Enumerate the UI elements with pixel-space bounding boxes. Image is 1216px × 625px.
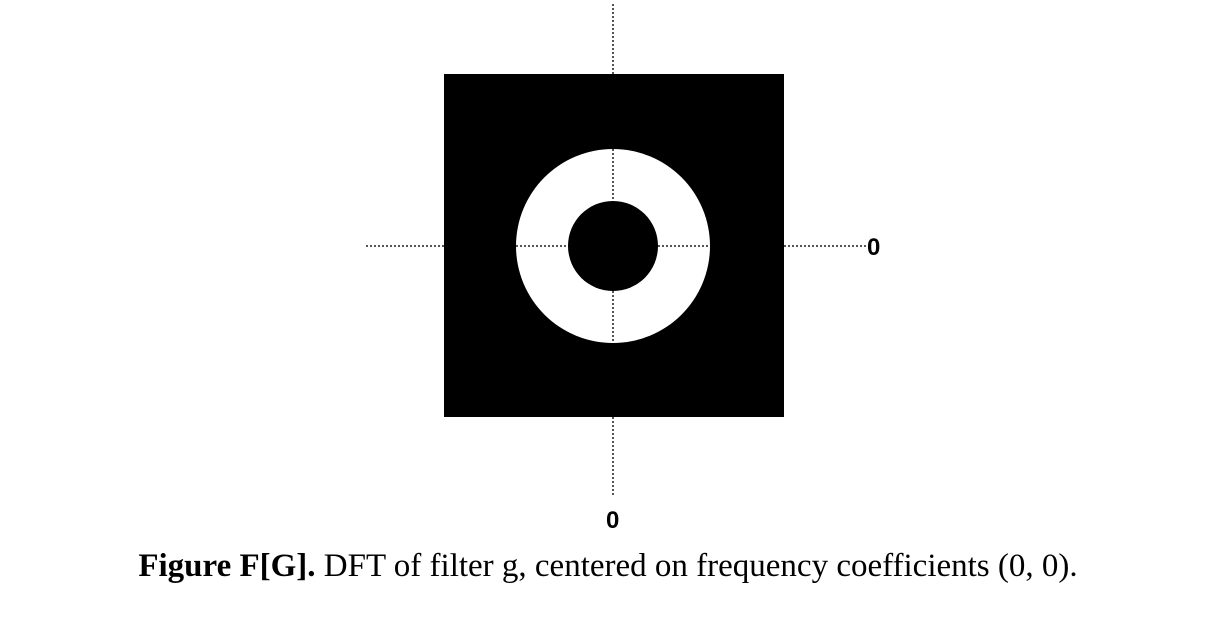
figure-id: Figure F[G].: [138, 548, 316, 584]
figure-caption: Figure F[G]. DFT of filter g, centered o…: [0, 548, 1216, 585]
center-disk: [568, 201, 658, 291]
horizontal-axis-zero-label: 0: [867, 234, 880, 261]
vertical-axis-zero-label: 0: [606, 507, 619, 534]
caption-text: DFT of filter g, centered on frequency c…: [315, 548, 1078, 584]
